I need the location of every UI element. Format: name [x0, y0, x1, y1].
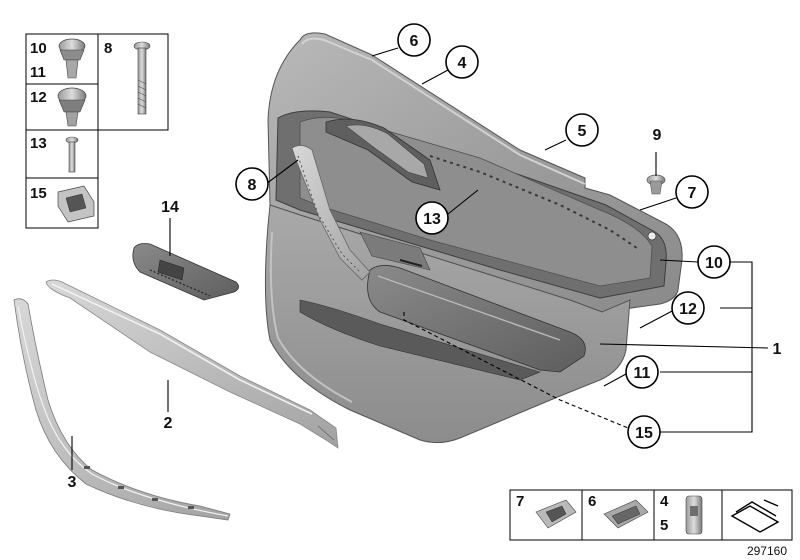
leader-lines: [71, 47, 769, 470]
callout-14: 14: [161, 199, 179, 216]
callout-5: 5: [565, 113, 599, 147]
callout-9: 9: [653, 127, 662, 144]
callout-11: 11: [625, 355, 659, 389]
callout-13: 13: [415, 201, 449, 235]
svg-text:8: 8: [248, 177, 257, 194]
door-trim-panel: [264, 32, 683, 444]
svg-text:14: 14: [161, 199, 179, 216]
clip-10-11: 10 11: [30, 38, 86, 81]
callout-6: 6: [397, 23, 431, 57]
svg-text:15: 15: [635, 425, 653, 442]
bottom-clip-6: 6: [588, 493, 649, 529]
callout-10: 10: [697, 245, 731, 279]
svg-text:7: 7: [688, 185, 697, 202]
svg-text:9: 9: [653, 127, 662, 144]
svg-text:13: 13: [423, 211, 441, 228]
bottom-parts-box: 7 6 4 5: [509, 489, 793, 541]
svg-text:5: 5: [660, 517, 668, 534]
callout-2: 2: [164, 415, 173, 432]
clip-12: 12: [30, 87, 87, 127]
svg-text:10: 10: [705, 255, 723, 272]
svg-text:10: 10: [30, 40, 47, 57]
clip-9: [646, 174, 666, 195]
trim-strip-3: [13, 298, 231, 521]
svg-text:6: 6: [410, 33, 419, 50]
bottom-clip-7: 7: [516, 493, 577, 529]
fastener-parts-box: 10 11 12 13 15 8: [25, 33, 169, 229]
screw-13: 13: [30, 135, 79, 173]
svg-text:3: 3: [68, 474, 77, 491]
callout-3: 3: [68, 474, 77, 491]
screw-8: 8: [104, 40, 151, 115]
bottom-clip-4-5: 4 5: [660, 493, 703, 535]
svg-text:11: 11: [634, 365, 651, 382]
svg-text:1: 1: [773, 341, 782, 358]
switch-panel-14: [132, 243, 239, 301]
callout-8: 8: [235, 167, 269, 201]
svg-text:11: 11: [30, 64, 46, 81]
diagram-id: 297160: [747, 544, 787, 558]
callout-1: 1: [773, 341, 782, 358]
svg-text:7: 7: [516, 493, 524, 510]
fastener-set-icon: [730, 499, 780, 533]
svg-text:4: 4: [660, 493, 669, 510]
svg-text:4: 4: [458, 55, 467, 72]
svg-text:8: 8: [104, 40, 112, 57]
svg-text:12: 12: [30, 89, 47, 106]
callout-7: 7: [675, 175, 709, 209]
svg-text:12: 12: [679, 301, 697, 318]
callout-15: 15: [627, 415, 661, 449]
svg-text:13: 13: [30, 135, 47, 152]
callout-12: 12: [671, 291, 705, 325]
svg-text:5: 5: [578, 123, 587, 140]
bracket-15: 15: [30, 185, 95, 223]
svg-text:15: 15: [30, 185, 47, 202]
callout-4: 4: [445, 45, 479, 79]
svg-text:6: 6: [588, 493, 596, 510]
trim-strip-2: [45, 279, 339, 449]
svg-text:2: 2: [164, 415, 173, 432]
